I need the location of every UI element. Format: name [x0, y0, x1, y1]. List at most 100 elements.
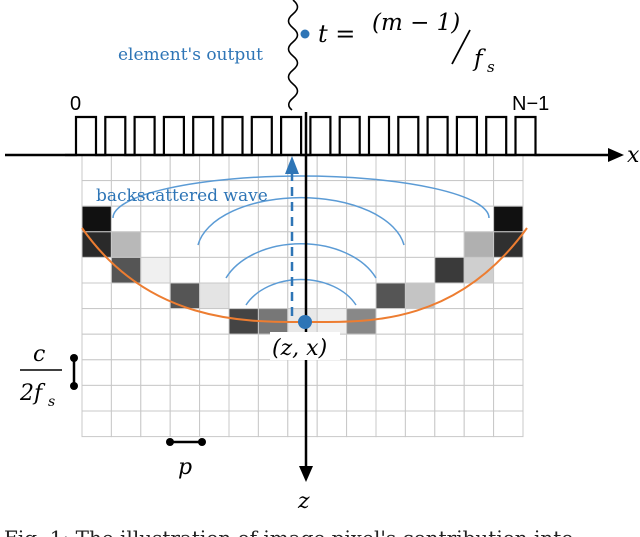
time-formula-denominator: f: [472, 46, 486, 72]
grid-cell: [169, 308, 201, 335]
vertical-spacing-numerator: c: [33, 342, 45, 367]
grid-cell: [169, 282, 201, 310]
time-formula-denominator-sub: s: [487, 58, 495, 76]
grid-cell: [375, 384, 406, 412]
grid-cell: [140, 384, 171, 412]
grid-cell: [228, 231, 259, 258]
grid-cell: [493, 308, 524, 335]
grid-cell: [434, 256, 465, 284]
grid-cell: [228, 256, 259, 284]
wave-arc-2: [225, 243, 377, 279]
grid-cell: [316, 282, 348, 310]
grid-cell: [140, 256, 171, 284]
grid-cell: [346, 410, 377, 438]
grid-cell: [287, 410, 318, 438]
grid-cell: [316, 410, 348, 438]
grid-cell: [463, 180, 495, 207]
target-pixel-marker: [298, 315, 312, 329]
horizontal-spacing-label: p: [178, 455, 192, 480]
grid-cell: [375, 359, 406, 386]
grid-cell: [463, 205, 495, 233]
vertical-spacing-dot-top: [70, 354, 78, 362]
backscattered-wave: [112, 175, 490, 306]
pixel-grid: [81, 154, 524, 438]
grid-cell: [199, 410, 230, 438]
grid-cell: [346, 333, 377, 361]
grid-cell: [404, 410, 436, 438]
grid-cell: [169, 359, 201, 386]
grid-cell: [434, 359, 465, 386]
grid-cell: [404, 256, 436, 284]
grid-cell: [375, 282, 406, 310]
grid-cell: [316, 384, 348, 412]
grid-cell: [404, 231, 436, 258]
grid-cell: [228, 359, 259, 386]
grid-cell: [257, 410, 289, 438]
grid-cell: [375, 180, 406, 207]
x-axis: x: [5, 143, 640, 168]
grid-cell: [199, 333, 230, 361]
grid-cell: [110, 154, 142, 182]
grid-cell: [81, 154, 112, 182]
grid-cell: [346, 180, 377, 207]
grid-cell: [434, 410, 465, 438]
time-sample-marker: [300, 29, 310, 39]
grid-cell: [140, 205, 171, 233]
pixel-label-bg: [270, 332, 340, 360]
vertical-spacing-denominator: 2f: [19, 381, 46, 406]
grid-cell: [346, 154, 377, 182]
z-axis-label: z: [297, 489, 310, 514]
grid-cell: [81, 333, 112, 361]
element-output-label: element's output: [118, 45, 263, 65]
grid-cell: [110, 256, 142, 284]
grid-cell: [434, 308, 465, 335]
grid-cell: [257, 282, 289, 310]
grid-cell: [257, 256, 289, 284]
grid-cell: [463, 231, 495, 258]
grid-cell: [169, 256, 201, 284]
grid-cell: [81, 256, 112, 284]
grid-cell: [81, 205, 112, 233]
grid-cell: [199, 359, 230, 386]
grid-cell: [140, 359, 171, 386]
pixel-label: (z, x): [272, 336, 327, 361]
grid-cell: [199, 384, 230, 412]
grid-cell: [316, 359, 348, 386]
grid-cell: [404, 205, 436, 233]
grid-cell: [81, 180, 112, 207]
grid-cell: [81, 282, 112, 310]
grid-cell: [375, 231, 406, 258]
grid-cell: [110, 282, 142, 310]
transducer-elements: [65, 115, 540, 157]
grid-cell: [110, 231, 142, 258]
horizontal-spacing-dot-left: [166, 438, 174, 446]
horizontal-spacing: p: [166, 438, 206, 480]
grid-cell: [434, 384, 465, 412]
grid-cell: [110, 384, 142, 412]
grid-cell: [110, 333, 142, 361]
grid-cell: [140, 154, 171, 182]
grid-cell: [169, 154, 201, 182]
grid-cell: [257, 359, 289, 386]
vertical-spacing-denominator-sub: s: [48, 394, 55, 410]
grid-cell: [434, 333, 465, 361]
grid-cell: [316, 231, 348, 258]
grid-cell: [375, 154, 406, 182]
grid-cell: [346, 384, 377, 412]
grid-cell: [316, 256, 348, 284]
time-formula: t = (m − 1) f s: [318, 10, 495, 76]
grid-cell: [375, 308, 406, 335]
grid-cell: [228, 384, 259, 412]
grid-cell: [404, 384, 436, 412]
grid-cell: [375, 410, 406, 438]
grid-cell: [169, 333, 201, 361]
wave-arc-1: [245, 278, 357, 306]
grid-cell: [463, 359, 495, 386]
grid-cell: [463, 154, 495, 182]
grid-cell: [199, 231, 230, 258]
wave-arc-4: [112, 175, 490, 219]
grid-cell: [493, 410, 524, 438]
element-output-signal: [287, 0, 299, 111]
grid-cell: [140, 282, 171, 310]
